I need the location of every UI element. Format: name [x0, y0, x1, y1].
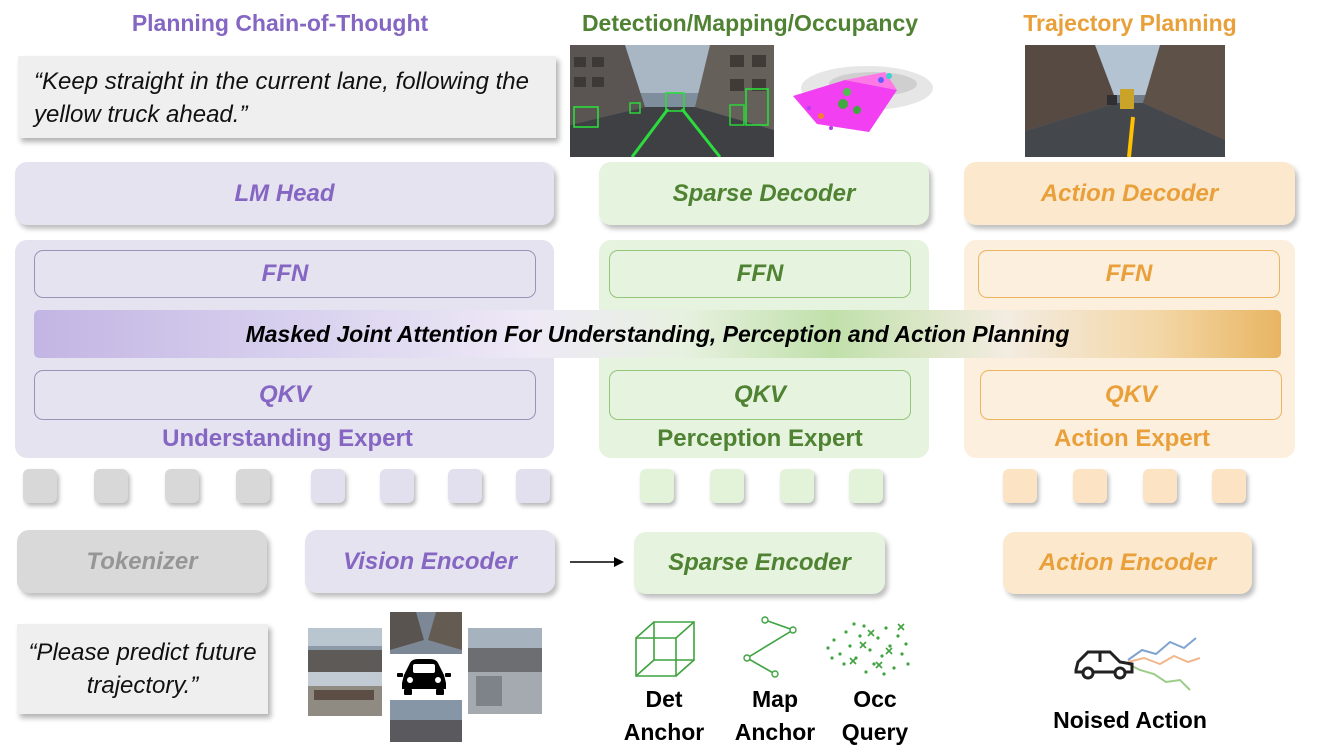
text-token: [23, 469, 57, 503]
arrow-icon: [570, 557, 624, 567]
action-ffn-block: FFN: [978, 250, 1280, 298]
title-detection-mapping: Detection/Mapping/Occupancy: [581, 10, 919, 36]
action-token: [1073, 469, 1107, 503]
occupancy-pointcloud-image: [793, 66, 933, 132]
quote-bottom: “Please predict future trajectory.”: [17, 624, 268, 714]
car-icon: [397, 659, 451, 695]
vision-token: [516, 469, 550, 503]
lm-head-block: LM Head: [15, 162, 554, 225]
tokenizer-block: Tokenizer: [17, 530, 267, 593]
action-token: [1143, 469, 1177, 503]
action-encoder-block: Action Encoder: [1003, 532, 1252, 594]
perception-qkv-block: QKV: [609, 370, 911, 420]
perception-expert-label: Perception Expert: [657, 425, 863, 452]
polyline-icon: [743, 616, 797, 678]
perception-token: [640, 469, 674, 503]
cube-icon: [635, 621, 695, 677]
masked-joint-attention-bar: Masked Joint Attention For Understanding…: [34, 310, 1281, 358]
action-decoder-block: Action Decoder: [964, 162, 1295, 225]
title-trajectory-planning: Trajectory Planning: [1023, 10, 1237, 36]
perception-token: [710, 469, 744, 503]
det-anchor-label: Det Anchor: [623, 686, 705, 745]
text-token: [165, 469, 199, 503]
action-expert-label: Action Expert: [1053, 425, 1211, 452]
perception-token: [780, 469, 814, 503]
quote-top: “Keep straight in the current lane, foll…: [18, 56, 556, 138]
perception-token: [849, 469, 883, 503]
title-planning-cot: Planning Chain-of-Thought: [131, 10, 429, 36]
understanding-qkv-block: QKV: [34, 370, 536, 420]
action-token: [1003, 469, 1037, 503]
noised-action-label: Noised Action: [1053, 707, 1207, 733]
perception-ffn-block: FFN: [609, 250, 911, 298]
vision-token: [311, 469, 345, 503]
action-qkv-block: QKV: [980, 370, 1282, 420]
vision-token: [448, 469, 482, 503]
detection-camera-image: [570, 45, 774, 157]
sparse-encoder-block: Sparse Encoder: [634, 532, 885, 594]
understanding-expert-label: Understanding Expert: [162, 425, 413, 452]
map-anchor-label: Map Anchor: [734, 686, 816, 745]
action-token: [1212, 469, 1246, 503]
vision-token: [380, 469, 414, 503]
car-trajectory-icon: [1074, 637, 1201, 691]
occ-query-label: Occ Query: [841, 686, 909, 745]
trajectory-camera-image: [1025, 45, 1225, 157]
scatter-icon: [826, 622, 910, 676]
text-token: [94, 469, 128, 503]
understanding-ffn-block: FFN: [34, 250, 536, 298]
multiview-camera-images: [308, 612, 542, 742]
vision-encoder-block: Vision Encoder: [305, 530, 555, 593]
text-token: [236, 469, 270, 503]
sparse-decoder-block: Sparse Decoder: [599, 162, 929, 225]
